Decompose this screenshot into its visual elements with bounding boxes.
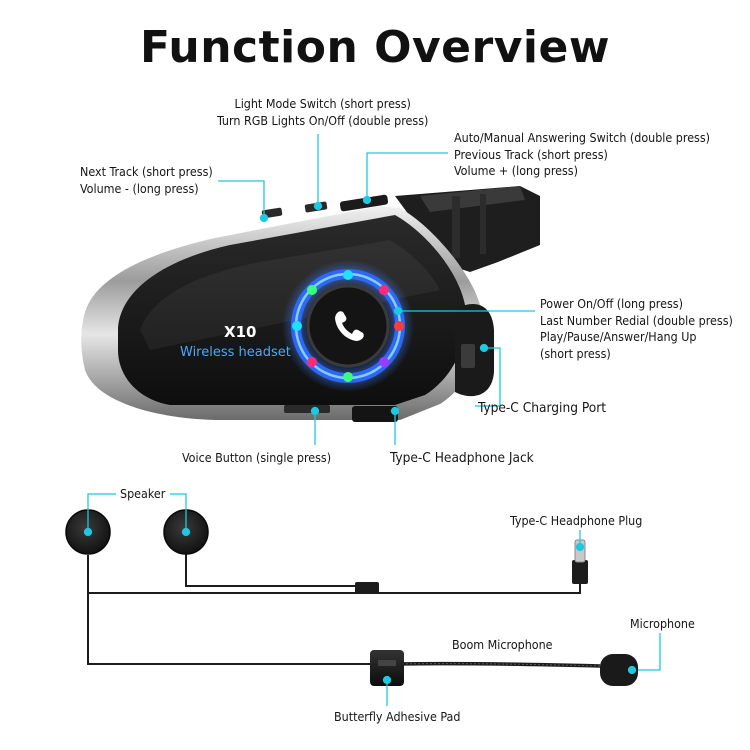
headphone-jack-label: Type-C Headphone Jack <box>390 450 534 466</box>
voice-button-label: Voice Button (single press) <box>182 450 332 465</box>
device-subtitle-label: Wireless headset <box>180 345 291 360</box>
speaker-label: Speaker <box>120 486 166 501</box>
charging-port-label: Type-C Charging Port <box>478 400 607 416</box>
auto-answer-switch-label: Auto/Manual Answering Switch (double pre… <box>454 130 711 178</box>
led-dots <box>292 270 404 382</box>
headset-device: X10 Wireless headset <box>81 186 540 422</box>
butterfly-pad-icon <box>370 650 404 686</box>
type-c-plug-label: Type-C Headphone Plug <box>510 513 643 528</box>
microphone-label: Microphone <box>630 616 695 631</box>
phone-icon <box>335 311 364 341</box>
butterfly-pad-label: Butterfly Adhesive Pad <box>334 709 461 724</box>
power-button-label: Power On/Off (long press) Last Number Re… <box>540 296 733 361</box>
next-track-label: Next Track (short press) Volume - (long … <box>80 164 213 196</box>
device-model-label: X10 <box>224 323 256 341</box>
microphone-icon <box>600 654 638 686</box>
boom-microphone-label: Boom Microphone <box>452 637 553 652</box>
accessory-callouts <box>83 493 661 706</box>
callout-lines <box>218 134 535 445</box>
accessory-wiring <box>87 553 601 668</box>
light-mode-switch-label: Light Mode Switch (short press) Turn RGB… <box>217 96 429 128</box>
page-title: Function Overview <box>140 22 610 73</box>
